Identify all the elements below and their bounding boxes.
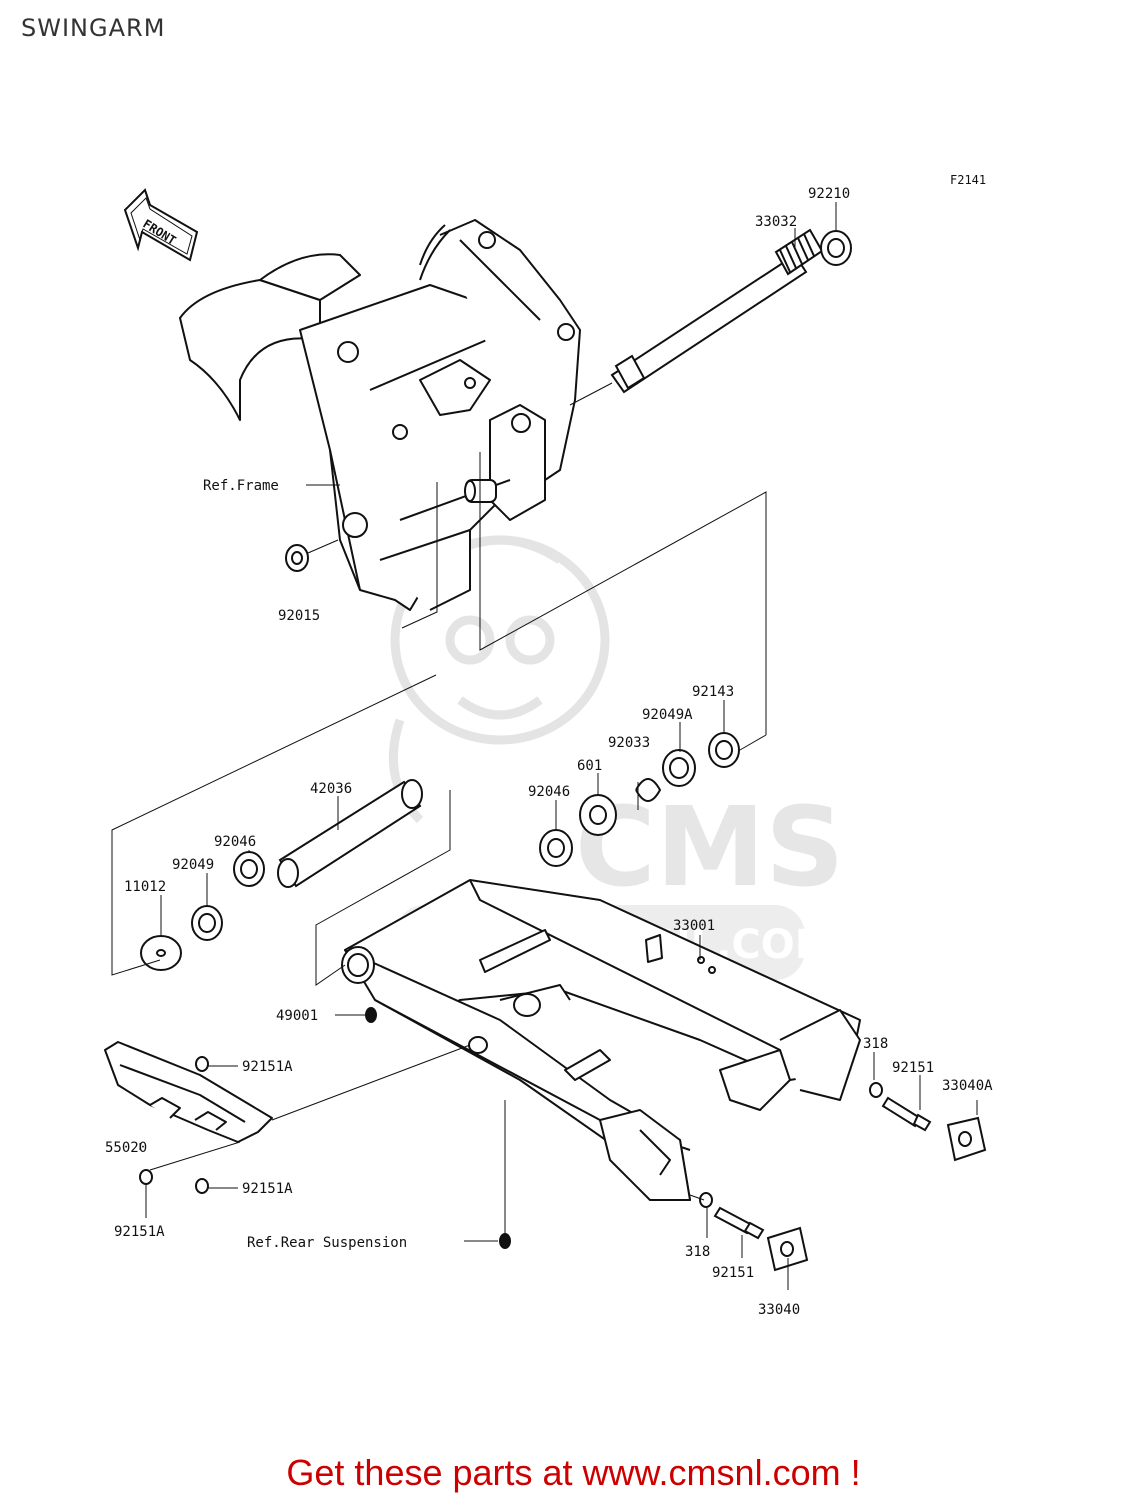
left-side-parts <box>140 779 423 971</box>
part-label-92049A: 92049A <box>642 707 693 723</box>
part-label-92151A-bottom: 92151A <box>114 1224 165 1240</box>
part-label-33040A: 33040A <box>942 1078 993 1094</box>
figure-code: F2141 <box>950 173 986 187</box>
part-label-92046-left: 92046 <box>214 834 256 850</box>
part-label-33032: 33032 <box>755 214 797 230</box>
watermark-brand: CMS <box>575 783 844 911</box>
part-label-92033: 92033 <box>608 735 650 751</box>
part-label-92151A-top: 92151A <box>242 1059 293 1075</box>
frame-drawing <box>179 219 581 611</box>
frame-collar <box>464 479 497 503</box>
part-label-318-right: 318 <box>863 1036 888 1052</box>
part-label-42036: 42036 <box>310 781 352 797</box>
leader-lines <box>111 202 978 1290</box>
part-label-92210: 92210 <box>808 186 850 202</box>
ref-frame-label: Ref.Frame <box>203 478 279 494</box>
part-label-318-bottom: 318 <box>685 1244 710 1260</box>
part-label-92151-right: 92151 <box>892 1060 934 1076</box>
part-label-601: 601 <box>577 758 602 774</box>
chain-guard <box>104 1041 273 1143</box>
part-label-55020: 55020 <box>105 1140 147 1156</box>
part-label-49001: 49001 <box>276 1008 318 1024</box>
page-title: SWINGARM <box>21 14 166 42</box>
part-label-92046-right: 92046 <box>528 784 570 800</box>
part-label-33040: 33040 <box>758 1302 800 1318</box>
part-label-11012: 11012 <box>124 879 166 895</box>
part-label-92143: 92143 <box>692 684 734 700</box>
part-label-92151A-mid: 92151A <box>242 1181 293 1197</box>
part-label-92015: 92015 <box>278 608 320 624</box>
swingarm-drawing <box>341 879 861 1201</box>
part-label-92049: 92049 <box>172 857 214 873</box>
part-label-92151-bottom: 92151 <box>712 1265 754 1281</box>
bushing-92015 <box>285 544 309 572</box>
fasteners <box>139 1007 987 1272</box>
pivot-shaft <box>610 228 824 394</box>
promo-link[interactable]: Get these parts at www.cmsnl.com ! <box>286 1452 861 1493</box>
ref-rear-suspension-label: Ref.Rear Suspension <box>247 1235 407 1251</box>
nut-92210 <box>820 230 852 266</box>
front-arrow-icon: FRONT <box>123 188 199 262</box>
shaft-leader <box>569 382 613 406</box>
part-labels: 92210 33032 Ref.Frame 92015 92143 92049A… <box>105 186 993 1318</box>
part-label-33001: 33001 <box>673 918 715 934</box>
bearing-stack <box>539 732 740 867</box>
